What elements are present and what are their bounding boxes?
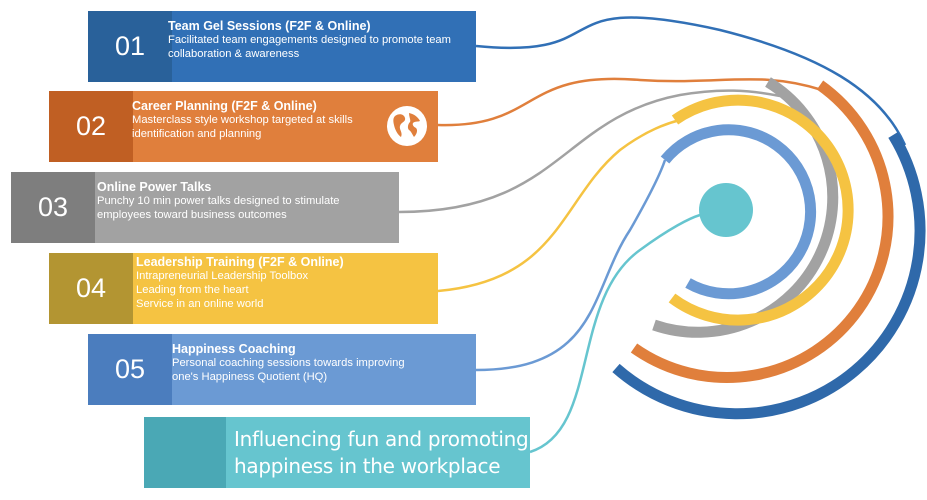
item-title: Online Power Talks: [97, 180, 212, 194]
arc-light-blue: [660, 124, 817, 300]
item-number: 01: [88, 11, 172, 82]
item-desc-line: one's Happiness Quotient (HQ): [172, 371, 328, 383]
item-card-04: 04 Leadership Training (F2F & Online) In…: [49, 253, 438, 324]
item-desc-line: Service in an online world: [136, 298, 264, 310]
item-title: Happiness Coaching: [172, 342, 296, 356]
arc-yellow: [668, 94, 854, 326]
connector-line-05: [475, 159, 667, 372]
arc-blue-outer: [612, 132, 926, 420]
item-body: Happiness Coaching Personal coaching ses…: [172, 334, 476, 405]
item-desc-line: employees toward business outcomes: [97, 209, 287, 221]
item-desc-line: Facilitated team engagements designed to…: [168, 34, 451, 46]
center-dot: [699, 183, 753, 237]
item-number: 02: [49, 91, 133, 162]
item-desc-line: Masterclass style workshop targeted at s…: [132, 114, 353, 126]
item-desc-line: identification and planning: [132, 128, 262, 140]
connector-line-03: [398, 89, 781, 214]
item-number: 05: [88, 334, 172, 405]
item-desc-line: Intrapreneurial Leadership Toolbox: [136, 270, 309, 282]
item-desc-line: Punchy 10 min power talks designed to st…: [97, 195, 340, 207]
item-title: Team Gel Sessions (F2F & Online): [168, 19, 371, 33]
tagline-line-2: happiness in the workplace: [234, 454, 501, 478]
globe-icon: [387, 106, 427, 146]
item-body: Leadership Training (F2F & Online) Intra…: [133, 253, 438, 324]
item-number: 04: [49, 253, 133, 324]
connector-line-04: [437, 118, 681, 293]
tagline-line-1: Influencing fun and promoting: [234, 427, 529, 451]
connector-line-02: [437, 77, 823, 127]
item-number: 03: [11, 172, 95, 243]
item-desc-line: Leading from the heart: [136, 284, 249, 296]
item-card-03: 03 Online Power Talks Punchy 10 min powe…: [11, 172, 399, 243]
item-title: Career Planning (F2F & Online): [132, 99, 317, 113]
item-desc-line: Personal coaching sessions towards impro…: [172, 357, 405, 369]
item-body: Online Power Talks Punchy 10 min power t…: [95, 172, 399, 243]
item-desc-line: collaboration & awareness: [168, 48, 300, 60]
item-body: Career Planning (F2F & Online) Mastercla…: [132, 91, 438, 162]
item-card-02: 02 Career Planning (F2F & Online) Master…: [49, 91, 438, 162]
item-card-05: 05 Happiness Coaching Personal coaching …: [88, 334, 476, 405]
item-title: Leadership Training (F2F & Online): [136, 255, 344, 269]
arc-orange: [630, 80, 894, 384]
connector-line-tagline: [529, 213, 701, 454]
item-body: Team Gel Sessions (F2F & Online) Facilit…: [168, 11, 476, 82]
item-card-01: 01 Team Gel Sessions (F2F & Online) Faci…: [88, 11, 476, 82]
tagline-banner: Influencing fun and promoting happiness …: [144, 417, 530, 488]
connector-line-01: [475, 16, 907, 146]
